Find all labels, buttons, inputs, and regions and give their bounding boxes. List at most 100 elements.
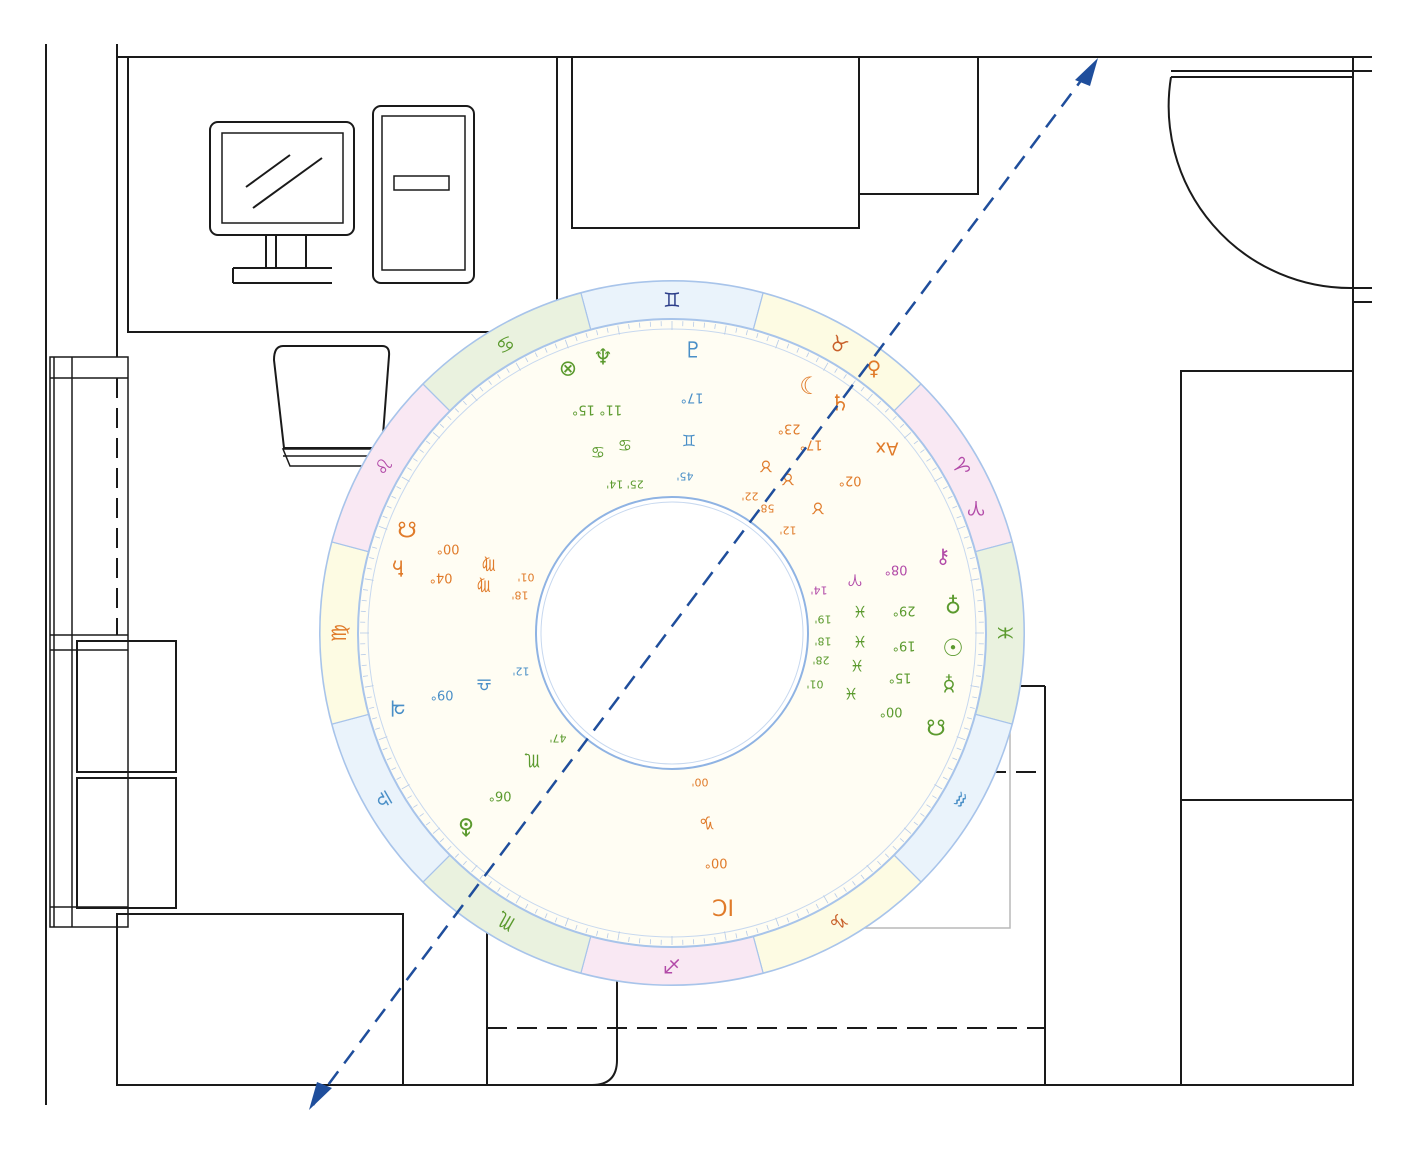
degree-tick bbox=[391, 767, 397, 771]
degree-tick bbox=[413, 458, 418, 462]
degree-tick bbox=[361, 599, 367, 602]
pisces-glyph-small-a: ♓ bbox=[853, 603, 867, 622]
degree-tick bbox=[815, 357, 819, 363]
degree-tick bbox=[382, 515, 388, 519]
ascendant-degree: 02° bbox=[838, 473, 861, 488]
moon-degree: 23° bbox=[777, 421, 800, 436]
degree-tick bbox=[934, 476, 943, 482]
degree-tick bbox=[952, 505, 958, 509]
degree-tick bbox=[766, 924, 769, 930]
degree-tick bbox=[899, 838, 905, 843]
degree-tick bbox=[932, 795, 937, 799]
degree-tick bbox=[439, 423, 445, 428]
degree-tick bbox=[432, 827, 441, 834]
degree-tick bbox=[375, 536, 381, 539]
degree-tick bbox=[439, 838, 445, 843]
mercury-degree: 15° bbox=[888, 670, 911, 685]
degree-tick bbox=[419, 813, 424, 817]
gemini-sign-glyph: ♊ bbox=[663, 288, 681, 312]
degree-tick bbox=[638, 938, 641, 944]
uranus-glyph: ⛢ bbox=[458, 813, 474, 838]
degree-tick bbox=[899, 423, 905, 428]
degree-tick bbox=[375, 727, 381, 730]
moon-glyph: ☾ bbox=[799, 372, 821, 400]
pluto-minutes: 45' bbox=[676, 470, 693, 483]
degree-tick bbox=[534, 908, 538, 914]
nightstand-lower bbox=[76, 777, 177, 909]
venus-minutes: 19' bbox=[814, 613, 831, 626]
degree-tick bbox=[956, 736, 966, 741]
degree-tick bbox=[407, 467, 412, 471]
degree-tick bbox=[947, 495, 953, 499]
degree-tick bbox=[506, 893, 510, 898]
jupiter-glyph: ♃ bbox=[388, 695, 408, 720]
degree-tick bbox=[724, 931, 727, 941]
aries-glyph-inner: ♈ bbox=[967, 496, 985, 520]
degree-tick bbox=[969, 557, 975, 560]
degree-tick bbox=[934, 784, 943, 790]
aries-glyph-small: ♈ bbox=[848, 571, 862, 590]
degree-tick bbox=[479, 874, 484, 880]
degree-tick bbox=[703, 322, 706, 328]
degree-tick bbox=[956, 515, 962, 519]
ic-degree: 00° bbox=[704, 855, 727, 870]
degree-tick bbox=[956, 525, 966, 530]
degree-tick bbox=[447, 845, 452, 851]
degree-tick bbox=[361, 664, 367, 667]
degree-tick bbox=[471, 864, 478, 873]
degree-tick bbox=[877, 400, 882, 406]
degree-tick bbox=[575, 336, 578, 342]
degree-tick bbox=[386, 505, 392, 509]
chiron-minutes: 14' bbox=[810, 584, 827, 597]
saturn-glyph-left: ♄ bbox=[388, 555, 408, 580]
degree-tick bbox=[703, 938, 706, 944]
degree-tick bbox=[488, 380, 492, 385]
degree-tick bbox=[926, 458, 931, 462]
node-degree: 00° bbox=[879, 704, 902, 719]
cancer-glyph-inner-a: ♋ bbox=[618, 436, 632, 455]
degree-tick bbox=[462, 400, 467, 406]
south-node-glyph: ☋ bbox=[397, 519, 417, 544]
virgo-glyph-inner-a: ♍ bbox=[482, 556, 496, 575]
degree-tick bbox=[877, 860, 882, 866]
degree-tick bbox=[966, 717, 973, 720]
pluto-degree: 17° bbox=[680, 390, 703, 405]
degree-tick bbox=[515, 362, 521, 371]
pisces-glyph-small-b: ♓ bbox=[853, 633, 867, 652]
degree-tick bbox=[969, 706, 975, 709]
degree-tick bbox=[454, 853, 460, 858]
chiron-glyph: ⚷ bbox=[936, 544, 951, 568]
degree-tick bbox=[497, 887, 501, 892]
mercury-minutes-b: 01' bbox=[806, 678, 823, 691]
degree-tick bbox=[823, 362, 829, 371]
venus-glyph: ♀ bbox=[945, 592, 961, 617]
degree-tick bbox=[903, 827, 912, 834]
degree-tick bbox=[564, 339, 569, 349]
degree-tick bbox=[745, 930, 748, 936]
degree-tick bbox=[852, 380, 856, 385]
degree-tick bbox=[796, 347, 800, 353]
sun-degree: 19° bbox=[892, 638, 915, 653]
pisces-sign-glyph: ♓ bbox=[993, 624, 1017, 642]
degree-tick bbox=[371, 717, 378, 720]
degree-tick bbox=[913, 440, 919, 445]
cabinet-top-right bbox=[858, 56, 979, 195]
degree-tick bbox=[977, 664, 983, 667]
degree-tick bbox=[714, 323, 716, 330]
fortune-degree: 11° 15° bbox=[572, 402, 622, 417]
degree-ticks bbox=[360, 321, 984, 945]
degree-tick bbox=[866, 393, 873, 402]
degree-tick bbox=[852, 881, 856, 886]
degree-tick bbox=[628, 936, 630, 943]
degree-tick bbox=[362, 589, 369, 591]
degree-tick bbox=[638, 322, 641, 328]
north-node-glyph: ☊ bbox=[926, 714, 946, 739]
monitor-icon bbox=[209, 121, 355, 284]
degree-tick bbox=[735, 933, 738, 939]
degree-tick bbox=[843, 887, 847, 892]
degree-tick bbox=[884, 853, 890, 858]
degree-tick bbox=[970, 578, 980, 581]
degree-tick bbox=[544, 347, 548, 353]
degree-tick bbox=[884, 408, 890, 413]
